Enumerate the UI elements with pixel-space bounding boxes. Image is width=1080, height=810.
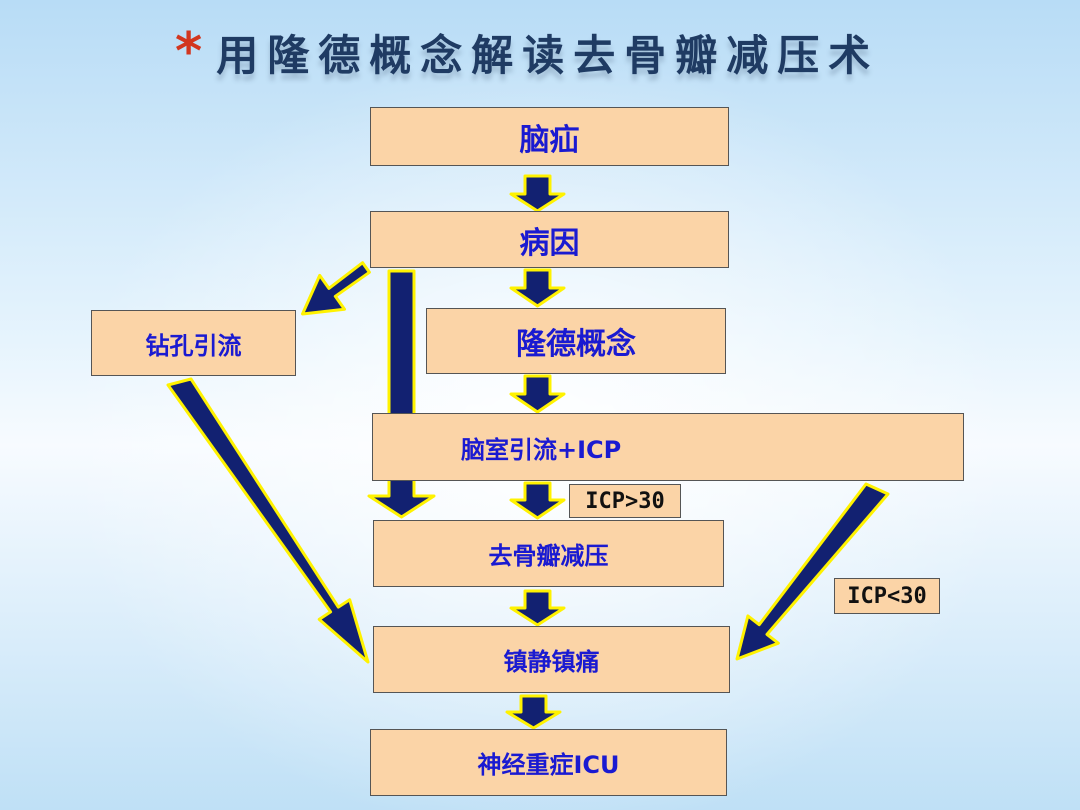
label-icp-greater-30: ICP>30	[569, 484, 681, 518]
arrow-zhenjing-to-icu	[505, 694, 562, 730]
box-naoshi: 脑室引流+ICP	[372, 413, 964, 481]
title-text: 用隆德概念解读去骨瓣减压术	[216, 30, 880, 80]
title-star-icon: *	[175, 22, 203, 82]
arrow-naoshi-to-quguban	[509, 481, 566, 520]
arrow-quguban-to-zhenjing	[509, 589, 566, 627]
label-icp-less-30: ICP<30	[834, 578, 940, 614]
box-quguban: 去骨瓣减压	[373, 520, 724, 587]
arrow-bingyin-to-zuankong	[301, 261, 371, 316]
slide-title: * 用隆德概念解读去骨瓣减压术	[175, 12, 879, 92]
arrow-longde-to-naoshi	[509, 374, 566, 414]
arrow-naoshi-to-zhenjing-icp-low	[735, 482, 890, 661]
box-bingyin: 病因	[370, 211, 729, 268]
box-longde: 隆德概念	[426, 308, 726, 374]
box-zuankong: 钻孔引流	[91, 310, 296, 376]
arrow-bingyin-to-longde	[509, 268, 566, 308]
box-icu: 神经重症ICU	[370, 729, 727, 796]
arrow-zuankong-to-zhenjing	[166, 377, 370, 664]
box-naoshan: 脑疝	[370, 107, 729, 166]
arrow-naoshan-to-bingyin	[509, 174, 566, 213]
arrow-bingyin-to-quguban-long	[367, 269, 436, 519]
box-zhenjing: 镇静镇痛	[373, 626, 730, 693]
